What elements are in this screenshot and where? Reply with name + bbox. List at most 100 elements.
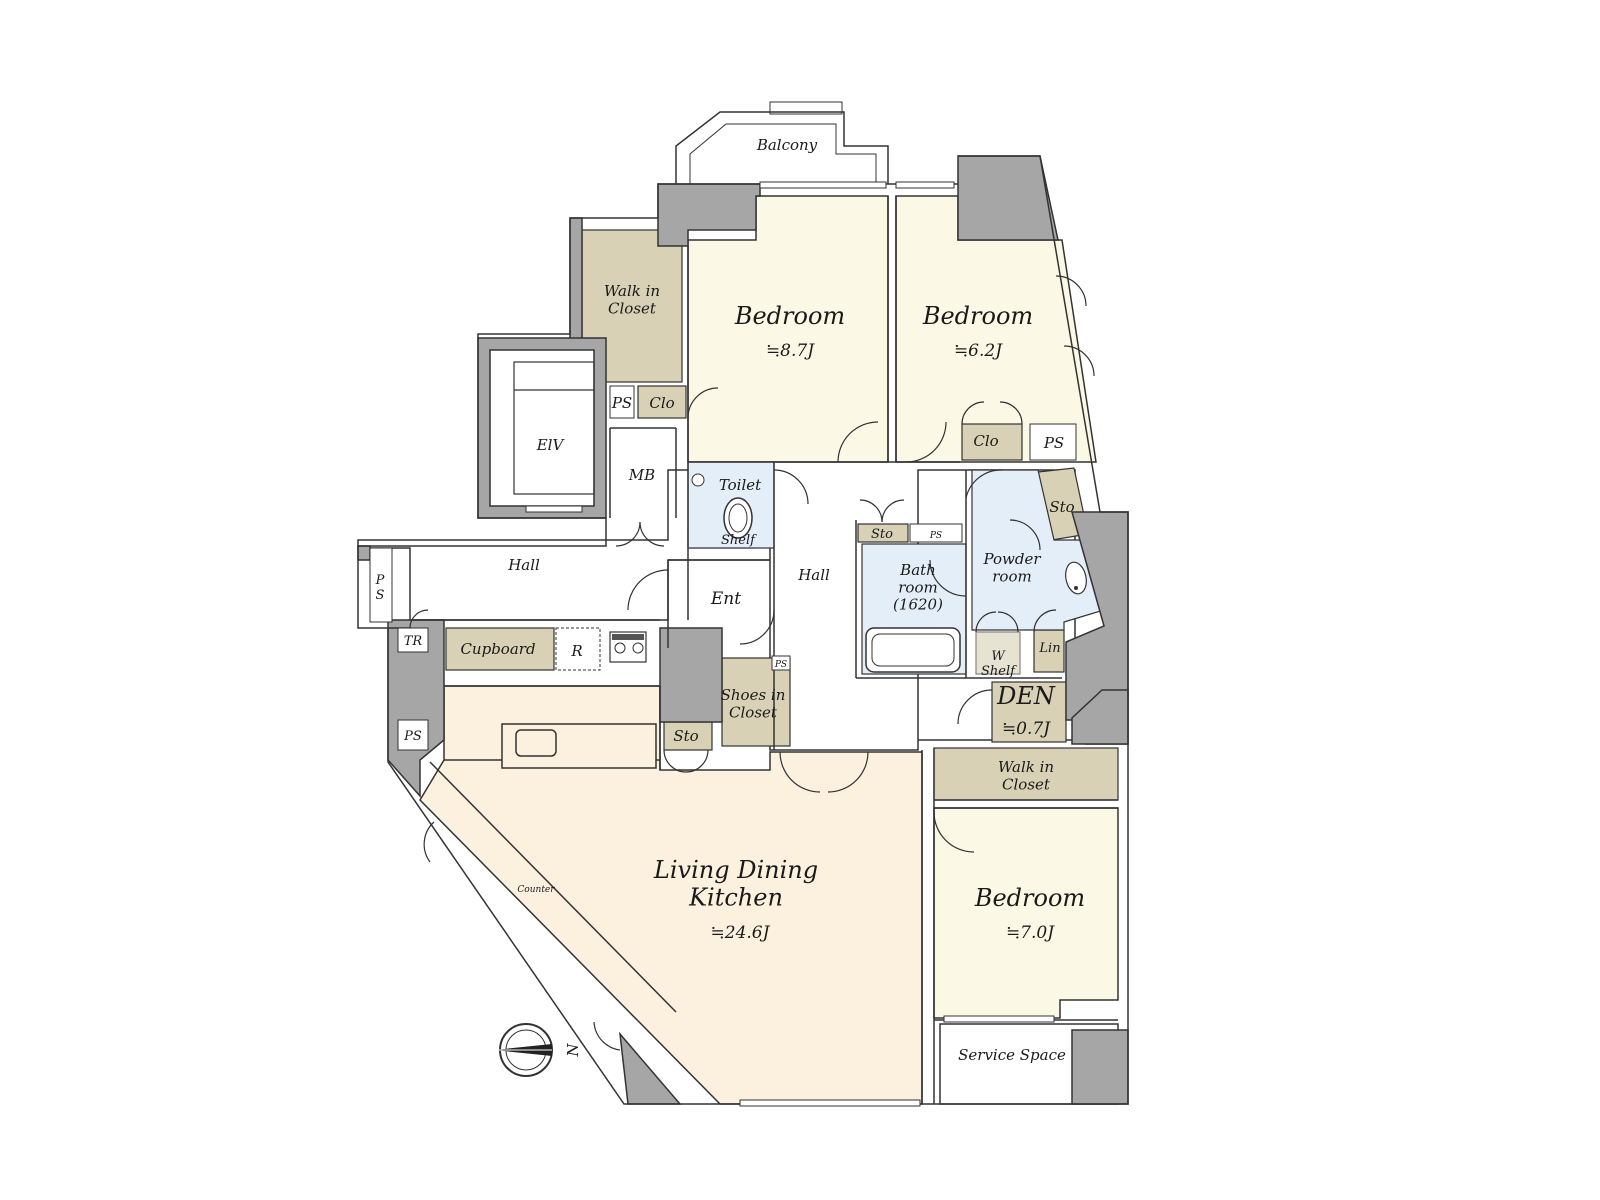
door-swing	[685, 749, 709, 773]
counter-line	[429, 761, 677, 1013]
label-mb: MB	[628, 466, 655, 484]
den	[991, 681, 1067, 743]
door-swing	[423, 821, 435, 863]
ps-box-c	[397, 719, 429, 751]
door-swing	[965, 469, 1003, 499]
ps-box-vertical	[369, 547, 393, 623]
label-elv: ElV	[536, 436, 566, 454]
label-den-size: ≒0.7J	[1002, 719, 1051, 739]
label-north: N	[564, 1043, 582, 1058]
balcony-frame	[769, 101, 843, 115]
window	[525, 505, 583, 513]
label-clo-a: Clo	[649, 394, 674, 412]
wall-block-1	[657, 183, 761, 247]
door-swing	[1055, 275, 1087, 307]
kitchen-island	[501, 723, 657, 769]
bathtub-icon	[865, 627, 961, 673]
label-bedroom-1: Bedroom	[734, 302, 845, 330]
label-balcony: Balcony	[756, 136, 818, 154]
door-swing	[1033, 609, 1057, 633]
label-tr: TR	[404, 634, 423, 649]
elevator-icon	[513, 361, 595, 495]
toilet-icon	[691, 473, 753, 539]
sink-icon	[1065, 561, 1087, 595]
wall-block-7	[1071, 1029, 1129, 1105]
ps-box-b	[1029, 423, 1077, 461]
kitchen-sink-icon	[515, 729, 557, 757]
label-r: R	[570, 642, 582, 660]
door-swing	[663, 749, 687, 773]
door-swing	[929, 559, 967, 597]
door-swing	[779, 751, 821, 793]
door-swing	[687, 387, 719, 419]
window	[759, 181, 887, 189]
label-bedroom-3: Bedroom	[974, 884, 1085, 912]
label-counter: Counter	[517, 885, 555, 895]
window	[943, 1015, 1055, 1023]
ps-box-a	[609, 385, 635, 419]
door-swing	[961, 401, 985, 425]
outer-wall	[675, 111, 889, 184]
label-sto-kitchen: Sto	[673, 727, 698, 745]
label-hall-center: Hall	[797, 566, 830, 584]
label-sto-bath: Sto	[871, 527, 893, 542]
wall-block-8	[1071, 689, 1129, 745]
door-swing	[837, 421, 879, 463]
bedroom-3	[933, 807, 1119, 1019]
door-swing	[639, 521, 665, 547]
wall-block-2	[957, 155, 1059, 241]
label-ps-shoes: PS	[774, 660, 787, 670]
door-swing	[827, 751, 869, 793]
label-clo-b: Clo	[973, 432, 998, 450]
label-ps-b: PS	[1043, 434, 1064, 452]
clo-2	[961, 423, 1023, 461]
label-toilet-shelf: Shelf	[721, 533, 757, 548]
balcony-rail	[689, 123, 877, 184]
label-ps-c: PS	[403, 729, 422, 744]
door-swing	[881, 499, 905, 523]
wall-block-10	[357, 545, 371, 561]
shoes-closet	[721, 657, 791, 747]
door-swing	[957, 689, 993, 725]
door-swing	[1063, 345, 1095, 377]
elevator-car	[489, 349, 595, 507]
label-den: DEN	[996, 682, 1056, 710]
outer-wall-4	[357, 218, 607, 629]
wall-block-5	[659, 627, 723, 723]
ps-box-shoes	[771, 655, 791, 671]
tr-box	[397, 627, 429, 653]
label-bedroom-3-size: ≒7.0J	[1006, 923, 1055, 943]
window	[895, 181, 955, 189]
door-swing	[905, 421, 947, 463]
label-ps-a: PS	[611, 394, 632, 412]
door-swing	[773, 469, 809, 505]
label-toilet: Toilet	[719, 476, 762, 494]
label-ent: Ent	[710, 589, 741, 609]
label-cupboard: Cupboard	[460, 640, 535, 658]
label-sto-powder: Sto	[1049, 498, 1074, 516]
label-ldk-size: ≒24.6J	[711, 923, 771, 943]
door-swing	[627, 569, 669, 611]
ps-box-bath	[909, 523, 963, 543]
door-swing	[1009, 519, 1041, 551]
door-swing	[997, 611, 1019, 633]
sto-bath	[857, 523, 909, 543]
window	[739, 1099, 921, 1107]
label-service-space: Service Space	[958, 1046, 1066, 1064]
door-swing	[409, 609, 429, 629]
clo-1	[637, 385, 687, 419]
door-swing	[593, 1021, 621, 1051]
label-bedroom-1-size: ≒8.7J	[766, 341, 815, 361]
door-swing	[933, 811, 975, 853]
door-swing	[975, 611, 997, 633]
label-ps-bath: PS	[929, 531, 942, 541]
